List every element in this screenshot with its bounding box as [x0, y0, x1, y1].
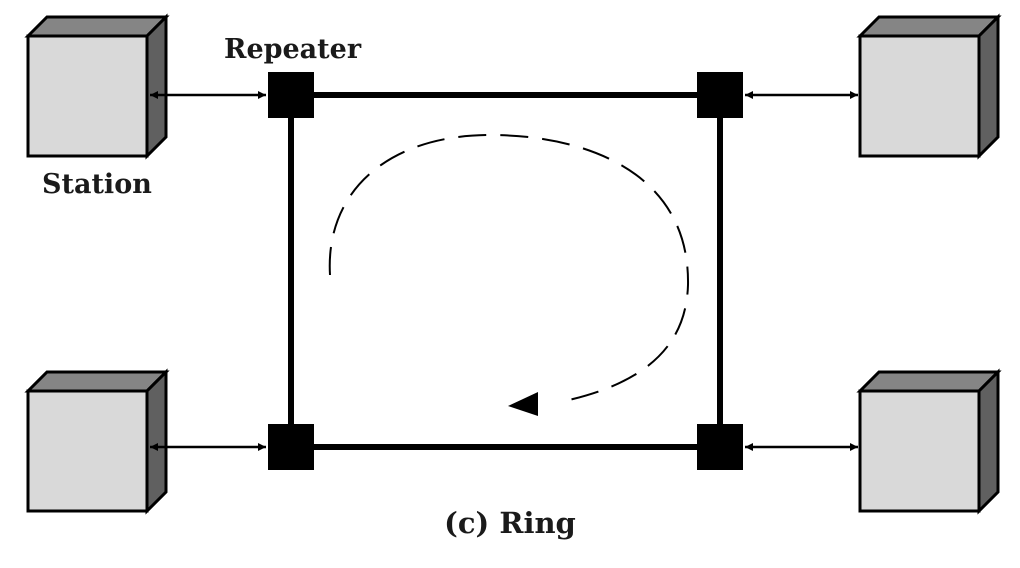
repeater-label: Repeater — [224, 34, 362, 65]
station-side-face — [145, 368, 168, 515]
repeater-bottom-right — [697, 424, 743, 470]
station-top-face — [24, 15, 170, 38]
station-side-face — [977, 13, 1000, 160]
station-side-face — [145, 13, 168, 160]
station-top-face — [856, 370, 1002, 393]
station-front-face — [858, 389, 981, 513]
station-front-face — [26, 389, 149, 513]
station-bottom-right — [856, 368, 1002, 515]
repeater-top-left — [268, 72, 314, 118]
diagram-caption: (c) Ring — [444, 506, 576, 540]
circulation-arrowhead-icon — [508, 392, 538, 416]
station-top-face — [856, 15, 1002, 38]
station-top-right — [856, 13, 1002, 160]
station-front-face — [26, 34, 149, 158]
station-label: Station — [42, 169, 152, 200]
ring-links — [288, 92, 723, 450]
station-front-face — [858, 34, 981, 158]
station-bottom-left — [24, 368, 170, 515]
repeater-bottom-left — [268, 424, 314, 470]
station-side-face — [977, 368, 1000, 515]
station-top-left — [24, 13, 170, 160]
station-top-face — [24, 370, 170, 393]
repeater-top-right — [697, 72, 743, 118]
circulation-path — [328, 133, 690, 403]
